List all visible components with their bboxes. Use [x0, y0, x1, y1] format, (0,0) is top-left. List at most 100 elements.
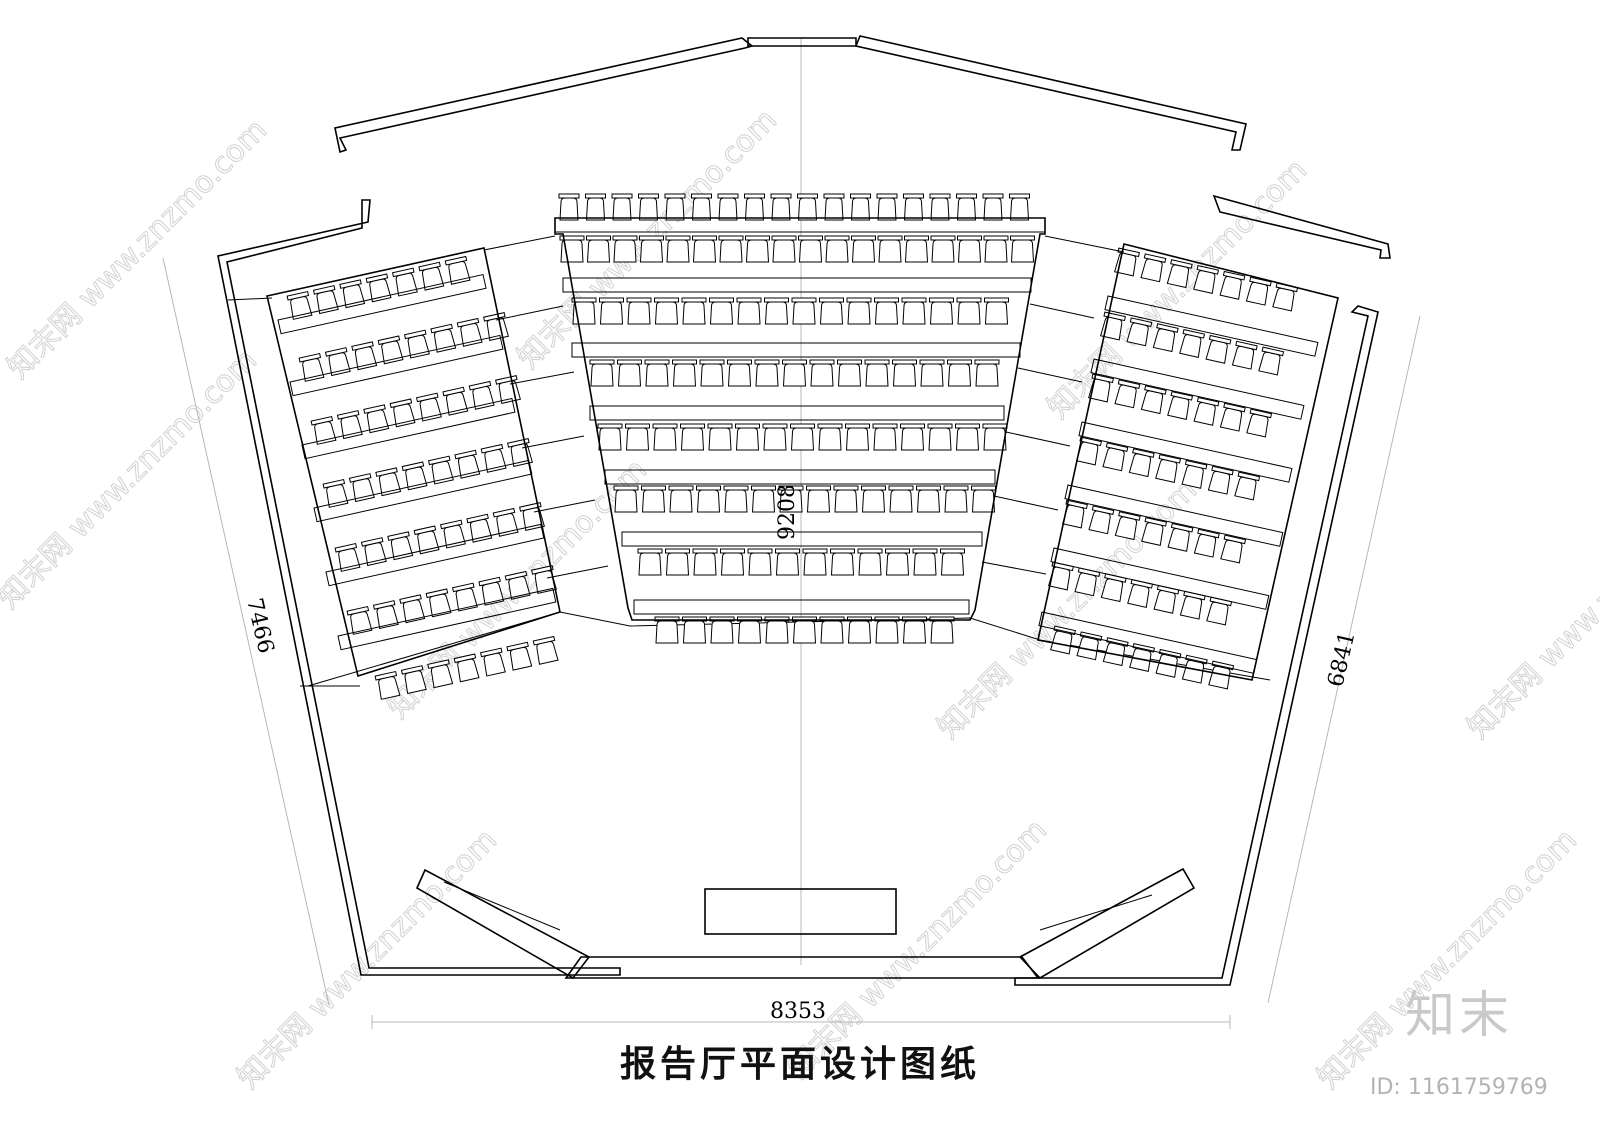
seat [710, 620, 734, 644]
seat-back [444, 255, 468, 266]
seat [666, 239, 690, 263]
seat [930, 197, 950, 221]
seat [585, 197, 606, 221]
right-block-outline [1037, 243, 1339, 681]
seat-back [919, 359, 945, 365]
seat [693, 552, 717, 576]
seat-back [744, 193, 765, 199]
seat-back [1249, 408, 1273, 419]
aisle-line [1029, 303, 1095, 319]
seat-back [413, 525, 437, 536]
right-seat-row [1048, 561, 1233, 626]
seat-back [792, 616, 817, 622]
seat-back [782, 359, 807, 365]
seat [1009, 197, 1030, 221]
seat-back [664, 193, 686, 199]
seat [691, 197, 712, 221]
seat [797, 197, 818, 221]
seat-back [709, 616, 735, 622]
seat [955, 427, 980, 451]
seat-back [1079, 436, 1102, 447]
aisle-line [495, 305, 564, 321]
seat-back [817, 423, 843, 429]
seat-back [625, 423, 650, 429]
left-seat-row [346, 565, 558, 635]
seat-back [861, 485, 886, 491]
seat-back [427, 659, 450, 669]
seat [614, 489, 638, 513]
center-riser [633, 599, 970, 615]
watermark-text: 知末网 www.znzmo.com [1, 113, 274, 386]
seat [865, 363, 889, 387]
seat-back [612, 235, 638, 241]
seat [824, 197, 844, 221]
seat [957, 301, 981, 325]
seat-back [1261, 346, 1285, 357]
center-seat-row [613, 485, 996, 513]
seat-back [286, 290, 310, 301]
center-riser [571, 342, 1021, 358]
seat [913, 552, 937, 576]
seat-back [892, 359, 917, 365]
seat-back [351, 341, 374, 351]
seat-back [764, 297, 789, 303]
seat-back [699, 359, 725, 365]
left-riser [289, 334, 504, 397]
aisle-line [521, 435, 585, 449]
seat [806, 489, 831, 513]
right-seat-row [1114, 247, 1299, 312]
seat-back [1211, 465, 1234, 476]
seat [983, 197, 1003, 221]
seat-back [850, 193, 871, 199]
seat [590, 363, 614, 387]
seat-back [644, 359, 670, 365]
seat-back [1158, 454, 1182, 464]
seat-back [597, 423, 623, 429]
right-riser [1104, 295, 1319, 357]
center-seat-row [571, 297, 1009, 325]
seat [889, 489, 913, 513]
seat [665, 552, 690, 576]
seat-back [360, 537, 384, 547]
seat [928, 427, 952, 451]
seat-back [1196, 396, 1220, 407]
seat [765, 620, 789, 644]
seat [878, 239, 902, 263]
seat-back [466, 513, 489, 524]
aisle-line [483, 235, 556, 251]
seat [775, 552, 800, 576]
seat-back [672, 359, 697, 365]
seat-back [589, 359, 615, 365]
center-seat-row [597, 423, 1008, 451]
seat-back [1197, 528, 1220, 539]
seat [672, 363, 697, 387]
seat [830, 552, 855, 576]
seat-back [418, 261, 441, 272]
center-riser [589, 405, 1005, 421]
seat [586, 239, 611, 263]
seat [845, 427, 870, 451]
seat-back [916, 485, 941, 491]
seat [772, 239, 796, 263]
seat-back [900, 423, 925, 429]
seat [810, 363, 834, 387]
back-wall [334, 37, 754, 154]
left-riser [277, 273, 487, 335]
seat [792, 620, 817, 644]
seat [764, 301, 789, 325]
seat [920, 363, 944, 387]
dimension-width: 8353 [770, 999, 826, 1024]
seat [798, 239, 823, 263]
watermark-text: 知末网 www.znzmo.com [0, 343, 264, 616]
seat-back [1208, 334, 1232, 345]
seat-back [442, 386, 465, 397]
seat-back [956, 297, 982, 303]
seat-back [324, 347, 348, 357]
seat-back [727, 359, 752, 365]
seat-back [819, 616, 845, 622]
seat [902, 301, 926, 325]
seat-back [652, 423, 678, 429]
seat-back [430, 323, 453, 334]
seat-back [348, 473, 372, 483]
dimension-lines [162, 257, 1421, 1029]
